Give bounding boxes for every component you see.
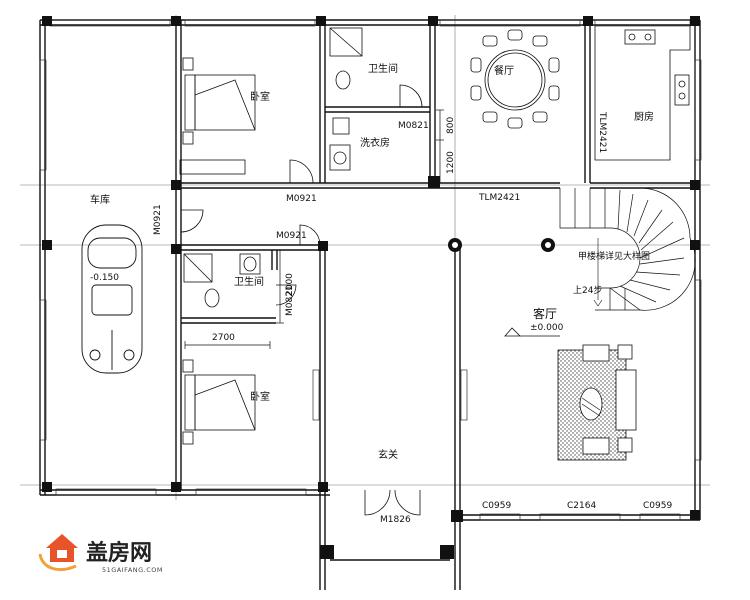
car (81, 224, 143, 374)
dining-label: 餐厅 (494, 64, 514, 77)
bedroom-top-label: 卧室 (250, 90, 270, 103)
door-code-m0921-side: M0921 (153, 204, 163, 235)
door-code-m1826: M1826 (380, 515, 411, 525)
living-level: ±0.000 (530, 323, 564, 333)
level-marks (504, 327, 560, 337)
logo-name: 盖房网 (86, 540, 152, 566)
kitchen-label: 厨房 (634, 110, 654, 123)
door-code-m0821-side: M0821 (285, 285, 295, 316)
watermark-logo: 盖房网 51GAIFANG.COM (38, 534, 163, 574)
dim-1200: 1200 (446, 151, 456, 174)
stair-detail-note: 甲楼梯详见大样图 (578, 250, 650, 262)
bedroom-bottom-label: 卧室 (250, 390, 270, 403)
logo-domain: 51GAIFANG.COM (102, 566, 163, 574)
kitchen-counter (594, 26, 691, 161)
window-code-c0959-left: C0959 (482, 501, 511, 511)
garage-label: 车库 (90, 193, 110, 206)
house-logo-icon (46, 534, 78, 562)
bathroom-mid-label: 卫生间 (234, 275, 264, 288)
bathroom-top-label: 卫生间 (368, 62, 398, 75)
dining-table (470, 29, 560, 129)
dim-2700: 2700 (212, 333, 235, 343)
garage-level: -0.150 (90, 273, 119, 283)
staircase (559, 187, 696, 311)
dimension-lines (184, 109, 444, 349)
stair-up-note: 上24步 (573, 285, 602, 296)
window-code-c0959-right: C0959 (643, 501, 672, 511)
round-columns (448, 238, 555, 252)
laundry-label: 洗衣房 (360, 136, 390, 149)
doors (180, 84, 423, 516)
beds (179, 57, 256, 445)
window-code-tlm2421-kitchen: TLM2421 (597, 111, 607, 153)
dim-2000: 2000 (285, 273, 295, 296)
door-code-m0921-b: M0921 (276, 231, 307, 241)
window-code-c2164: C2164 (567, 501, 596, 511)
dim-800: 800 (446, 117, 456, 134)
window-code-tlm2421-dining: TLM2421 (478, 193, 520, 203)
door-code-m0821: M0821 (398, 121, 429, 131)
bathroom-fixtures (183, 27, 363, 308)
foyer-label: 玄关 (378, 448, 398, 461)
door-code-m0921-a: M0921 (286, 194, 317, 204)
living-label: 客厅 (533, 306, 557, 321)
walls (39, 19, 701, 590)
columns (42, 16, 700, 559)
sofa-set (557, 344, 637, 461)
